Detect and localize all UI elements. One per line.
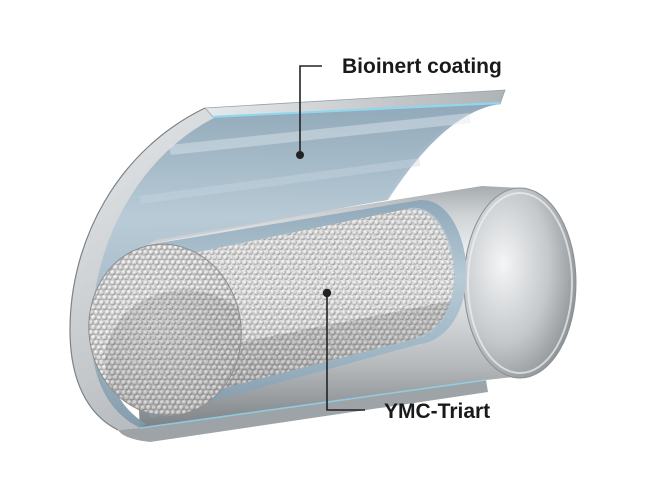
coating-layer-edge	[211, 101, 501, 119]
cutaway-wall	[69, 89, 506, 431]
front-wall-lip	[118, 379, 488, 442]
callout-dot	[296, 151, 304, 159]
callout-leader-line	[299, 65, 322, 155]
callout-bioinert-coating: Bioinert coating	[296, 55, 502, 159]
label-ymc-triart: YMC-Triart	[384, 400, 490, 423]
label-bioinert-coating: Bioinert coating	[342, 55, 502, 78]
column-end-cap	[463, 187, 577, 379]
callout-ymc-triart: YMC-Triart	[322, 288, 490, 423]
callout-dot	[322, 288, 332, 298]
callout-leader-line	[326, 293, 365, 411]
